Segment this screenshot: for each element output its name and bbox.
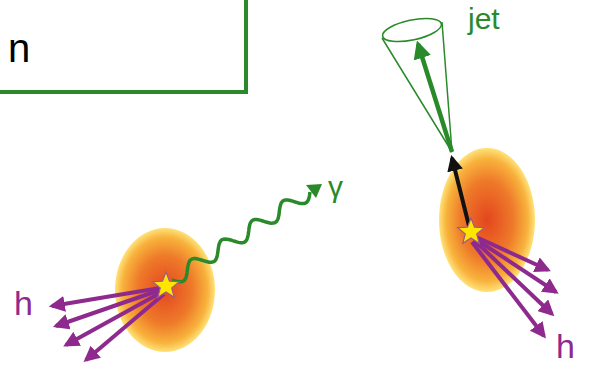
jet-arrow [418,44,452,152]
jet-label: jet [468,4,500,34]
box-text: n [8,28,244,68]
photon-head [306,184,322,198]
title-box: n [0,0,248,94]
hadron-arrows [472,236,556,336]
hadron-label: h [14,286,33,320]
parton-arrow [452,158,470,230]
hadron-label: h [556,329,575,363]
jet-cone-rim [381,14,444,46]
vertex-star [458,218,485,243]
vertex-star [153,272,180,297]
medium-blob [115,228,215,352]
photon-wave [172,192,310,282]
photon-label: γ [328,172,343,202]
hadron-arrows [52,288,164,360]
